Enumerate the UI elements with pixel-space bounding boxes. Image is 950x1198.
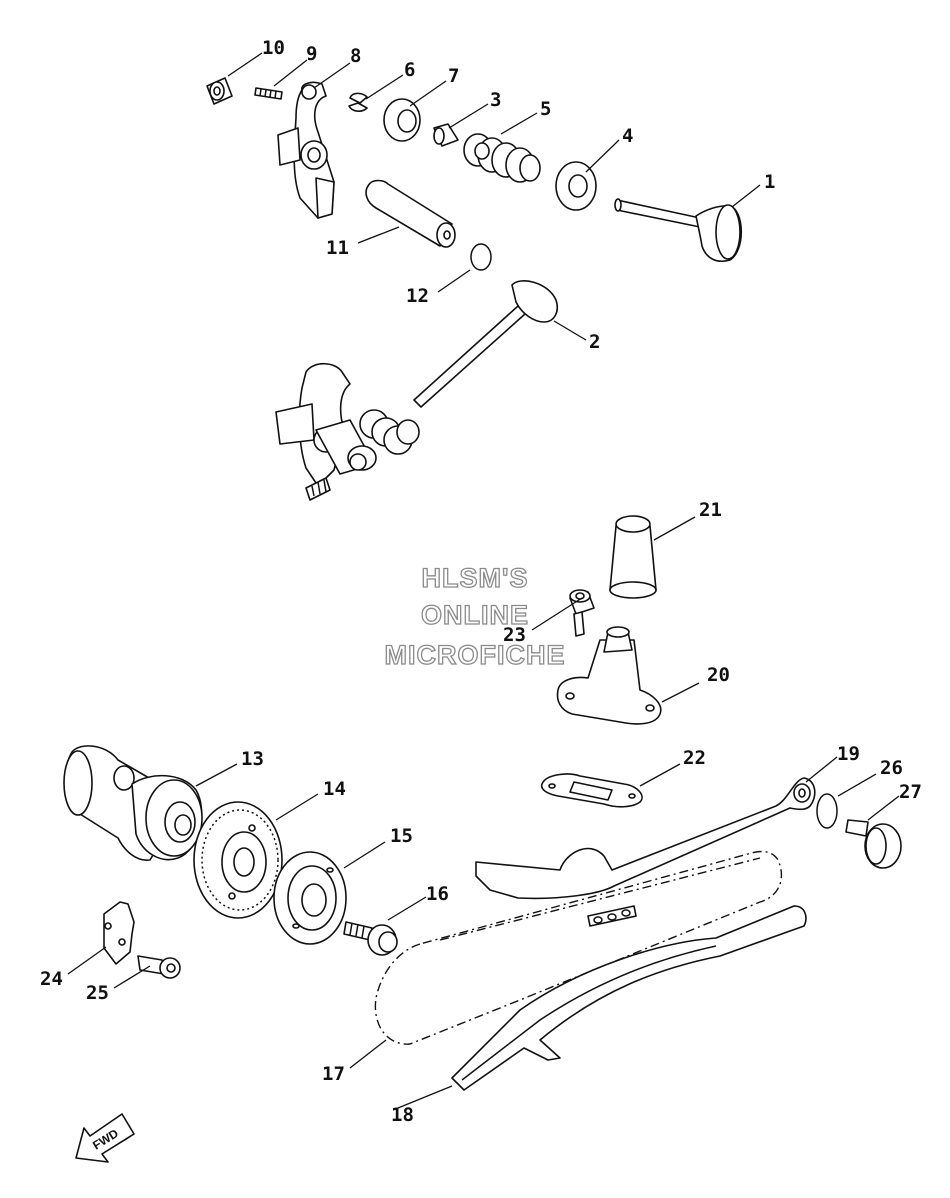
callout-16: 16 (426, 883, 449, 905)
callout-20: 20 (707, 664, 730, 686)
rocker-assembly (275, 362, 420, 501)
part-19-guide (475, 777, 816, 900)
part-13-camshaft (63, 745, 203, 861)
callout-9: 9 (306, 43, 317, 65)
watermark: HLSM'S ONLINE MICROFICHE (384, 562, 566, 670)
callout-27: 27 (899, 781, 922, 803)
callout-1: 1 (764, 171, 775, 193)
callout-14: 14 (323, 778, 346, 800)
part-18-guide (451, 905, 807, 1091)
callout-labels: 10 9 8 6 7 3 5 4 1 11 12 2 21 23 20 13 2… (40, 37, 922, 1126)
part-26-o-ring (816, 793, 838, 829)
callout-19: 19 (837, 743, 860, 765)
callout-6: 6 (404, 59, 415, 81)
callout-15: 15 (390, 825, 413, 847)
callout-7: 7 (448, 65, 459, 87)
part-15-plate (273, 851, 347, 945)
part-25-bolt (137, 955, 181, 979)
callout-23: 23 (503, 624, 526, 646)
callout-5: 5 (540, 98, 551, 120)
part-2-valve (413, 280, 559, 408)
callout-18: 18 (391, 1104, 414, 1126)
part-20-tensioner (556, 626, 662, 725)
part-22-gasket (540, 773, 643, 808)
callout-11: 11 (326, 237, 349, 259)
callout-17: 17 (322, 1063, 345, 1085)
callout-4: 4 (622, 125, 633, 147)
callout-13: 13 (241, 748, 264, 770)
part-4-spring-seat (555, 161, 597, 211)
callout-24: 24 (40, 968, 63, 990)
part-16-bolt (343, 921, 398, 956)
part-7-retainer (383, 98, 421, 142)
callout-22: 22 (683, 747, 706, 769)
part-6-cotter (348, 92, 368, 112)
part-27-plug (845, 819, 902, 869)
part-17-chain (374, 850, 783, 1045)
part-21-tensioner-cap (609, 515, 657, 599)
part-8-rocker-arm (277, 81, 335, 219)
part-5-springs (463, 133, 541, 183)
callout-10: 10 (262, 37, 285, 59)
part-12-o-ring (470, 243, 492, 271)
part-23-bolt (569, 589, 595, 637)
callout-26: 26 (880, 757, 903, 779)
part-10-nut (206, 77, 233, 105)
watermark-line-1: HLSM'S (422, 563, 529, 593)
part-1-valve (614, 198, 742, 262)
callout-3: 3 (490, 89, 501, 111)
watermark-line-3: MICROFICHE (385, 640, 566, 670)
fwd-arrow-icon: FWD (75, 1113, 135, 1163)
part-3-seal (433, 123, 459, 147)
part-11-rocker-shaft (365, 179, 456, 248)
callout-12: 12 (406, 285, 429, 307)
callout-8: 8 (350, 45, 361, 67)
callout-21: 21 (699, 499, 722, 521)
leader-lines (67, 52, 900, 1109)
part-14-sprocket (193, 801, 283, 919)
part-24-stopper (103, 901, 135, 965)
callout-2: 2 (589, 331, 600, 353)
callout-25: 25 (86, 982, 109, 1004)
part-9-screw (254, 87, 283, 100)
watermark-line-2: ONLINE (421, 600, 529, 630)
